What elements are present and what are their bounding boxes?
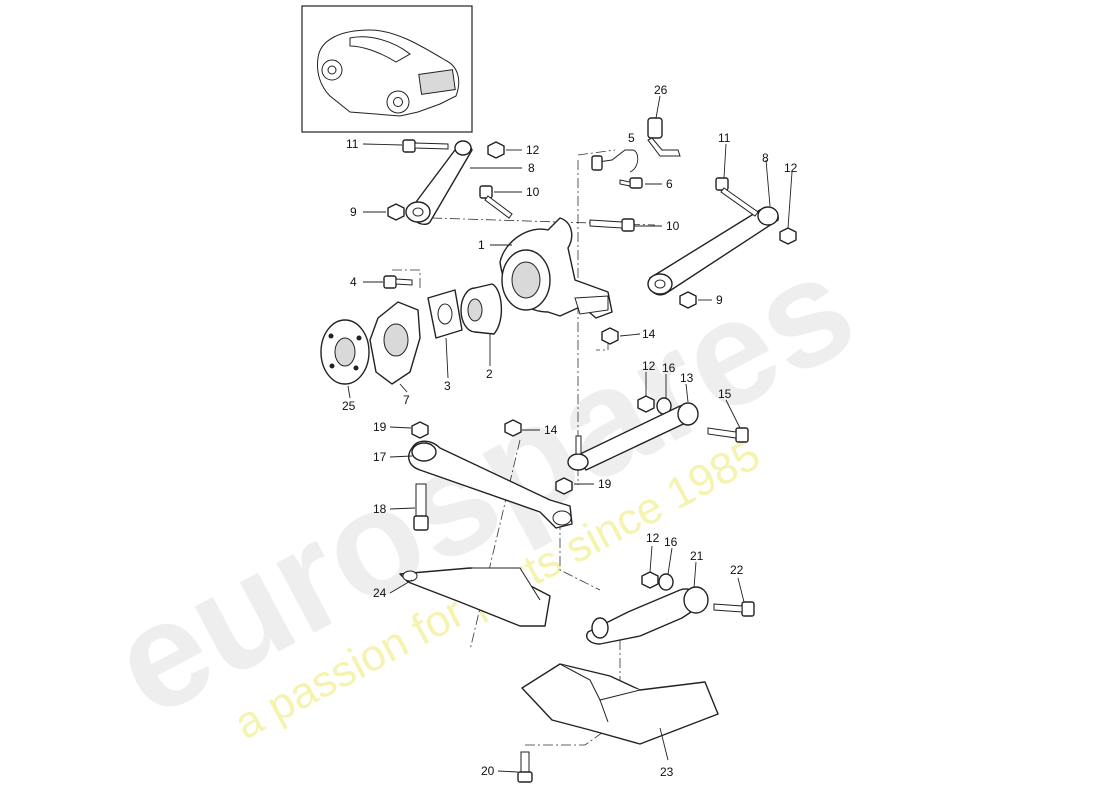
- callout-25: 25: [342, 399, 356, 413]
- callout-9-left: 9: [350, 205, 357, 219]
- callout-24: 24: [373, 586, 387, 600]
- callout-15: 15: [718, 387, 732, 401]
- callout-26: 26: [654, 83, 668, 97]
- callout-12-upper: 12: [526, 143, 540, 157]
- callout-20: 20: [481, 764, 495, 778]
- callout-10-right: 10: [666, 219, 680, 233]
- callout-16-mid: 16: [662, 361, 676, 375]
- callout-19-left: 19: [373, 420, 387, 434]
- callout-13: 13: [680, 371, 694, 385]
- callout-11-right: 11: [718, 131, 731, 145]
- callout-8-left: 8: [528, 161, 535, 175]
- callout-4: 4: [350, 275, 357, 289]
- nut-12-lower: [641, 571, 659, 589]
- nut-9-left: [387, 203, 405, 221]
- leader-lines: [347, 95, 793, 773]
- cover-plate: [427, 289, 463, 339]
- callout-10-upper: 10: [526, 185, 540, 199]
- nut-19-right: [555, 477, 573, 495]
- callout-14-lower: 14: [544, 423, 558, 437]
- callout-12-right: 12: [784, 161, 798, 175]
- clip-26: [647, 117, 681, 157]
- callout-23: 23: [660, 765, 674, 779]
- trailing-arm: [408, 440, 573, 529]
- bolt-18: [413, 483, 429, 531]
- callout-5: 5: [628, 131, 635, 145]
- car-thumbnail: [301, 5, 473, 133]
- callout-21: 21: [690, 549, 704, 563]
- bolt-22: [713, 601, 755, 617]
- bolt-11-right: [715, 177, 759, 217]
- nut-12-right: [779, 227, 797, 245]
- callout-6: 6: [666, 177, 673, 191]
- abs-sensor: [591, 149, 639, 173]
- bolt-10-left: [479, 185, 513, 219]
- wheel-hub: [320, 319, 370, 385]
- callout-3: 3: [444, 379, 451, 393]
- bolt-6: [619, 177, 643, 189]
- nut-19-left: [411, 421, 429, 439]
- bolt-10-right: [589, 218, 635, 232]
- callout-12-mid: 12: [642, 359, 656, 373]
- control-arm-upper-left: [405, 140, 473, 226]
- callout-1: 1: [478, 238, 485, 252]
- nut-14-lower: [504, 419, 522, 437]
- nut-12-upper: [487, 141, 505, 159]
- lower-control-arm: [586, 586, 709, 645]
- callout-18: 18: [373, 502, 387, 516]
- callout-22: 22: [730, 563, 744, 577]
- alignment-lines: [392, 149, 656, 746]
- callout-7: 7: [403, 393, 410, 407]
- callout-2: 2: [486, 367, 493, 381]
- callout-12-lower: 12: [646, 531, 660, 545]
- callout-8-right: 8: [762, 151, 769, 165]
- washer-16-lower: [658, 573, 674, 591]
- wheel-carrier: [499, 217, 613, 319]
- callout-14-upper: 14: [642, 327, 656, 341]
- callout-16-lower: 16: [664, 535, 678, 549]
- control-arm-upper-right: [647, 206, 779, 296]
- nut-9-right: [679, 291, 697, 309]
- callout-19-right: 19: [598, 477, 612, 491]
- callout-11-left: 11: [346, 137, 359, 151]
- callout-17: 17: [373, 450, 387, 464]
- callout-9-right: 9: [716, 293, 723, 307]
- wheel-bearing: [460, 283, 502, 335]
- nut-12-mid: [637, 395, 655, 413]
- bolt-15: [707, 427, 749, 443]
- bolt-4: [383, 275, 413, 289]
- bolt-20: [517, 751, 533, 783]
- toe-link: [567, 402, 699, 471]
- bracket: [399, 567, 551, 627]
- hub-flange: [369, 301, 421, 385]
- underbody-cover: [521, 663, 719, 745]
- nut-14-upper: [601, 327, 619, 345]
- callout-labels: 11 12 8 10 9 10 1 4 26 5 6 11 8 12 9 14 …: [342, 83, 798, 779]
- bolt-11-left: [402, 139, 449, 153]
